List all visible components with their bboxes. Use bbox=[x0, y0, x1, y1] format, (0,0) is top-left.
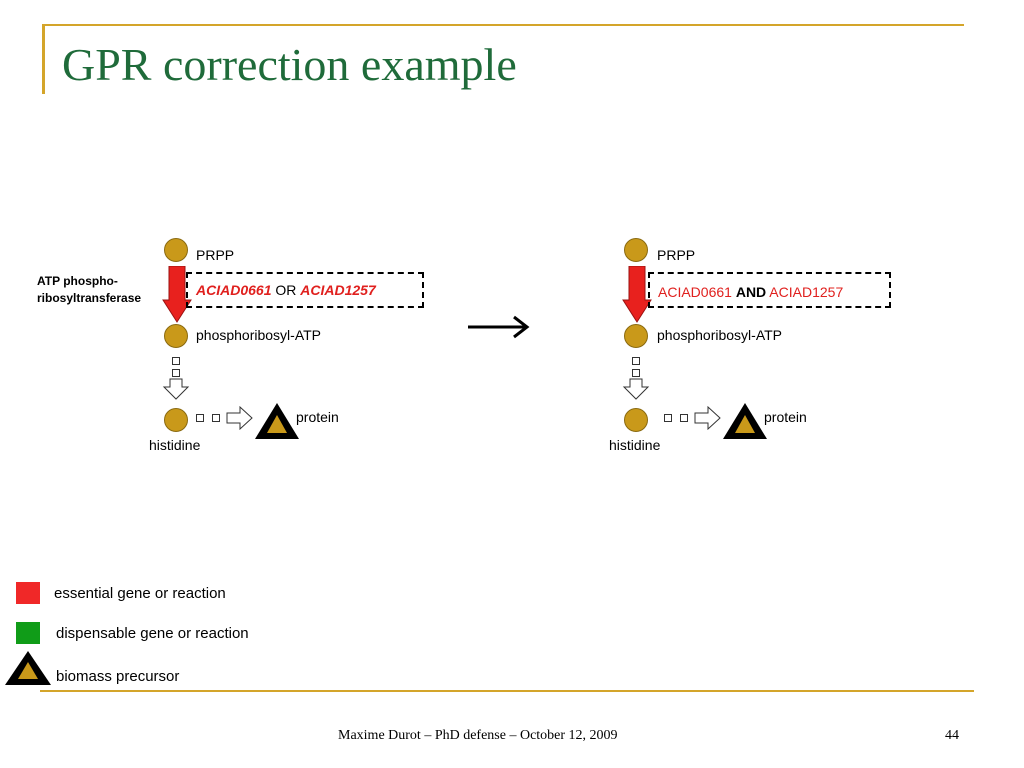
phosphoribosyl-atp-node bbox=[624, 324, 648, 348]
enzyme-label-line2: ribosyltransferase bbox=[37, 291, 142, 305]
missing-step-marker bbox=[680, 414, 688, 422]
gpr-box bbox=[648, 272, 891, 308]
pathway-right-arrow bbox=[694, 406, 721, 430]
missing-step-marker bbox=[632, 357, 640, 365]
gpr-operator: AND bbox=[735, 284, 767, 300]
gpr-rule: ACIAD0661 OR ACIAD1257 bbox=[196, 282, 376, 298]
gene-aciad0661: ACIAD0661 bbox=[658, 284, 732, 300]
missing-step-marker bbox=[632, 369, 640, 377]
gpr-box bbox=[186, 272, 424, 308]
gene-aciad1257: ACIAD1257 bbox=[769, 284, 844, 300]
pathway-down-arrow bbox=[622, 378, 650, 400]
pathway-right-arrow bbox=[226, 406, 253, 430]
title-left-rule bbox=[42, 24, 45, 94]
gene-aciad0661: ACIAD0661 bbox=[196, 282, 272, 298]
title-top-rule bbox=[42, 24, 964, 26]
prpp-node bbox=[624, 238, 648, 262]
slide-title: GPR correction example bbox=[62, 39, 517, 90]
biomass-precursor-icon bbox=[723, 403, 767, 439]
essential-swatch bbox=[16, 582, 40, 604]
biomass-precursor-icon bbox=[255, 403, 299, 439]
missing-step-marker bbox=[172, 369, 180, 377]
gpr-rule: ACIAD0661 AND ACIAD1257 bbox=[658, 284, 843, 300]
gpr-operator: OR bbox=[275, 282, 297, 298]
histidine-node bbox=[164, 408, 188, 432]
phosphoribosyl-atp-label: phosphoribosyl-ATP bbox=[196, 327, 322, 343]
gene-aciad1257: ACIAD1257 bbox=[300, 282, 376, 298]
legend-biomass: biomass precursor bbox=[56, 668, 180, 685]
dispensable-swatch bbox=[16, 622, 40, 644]
legend-dispensable: dispensable gene or reaction bbox=[56, 625, 249, 642]
histidine-label: histidine bbox=[149, 437, 201, 453]
legend-essential: essential gene or reaction bbox=[54, 585, 226, 602]
phosphoribosyl-atp-label: phosphoribosyl-ATP bbox=[657, 327, 783, 343]
missing-step-marker bbox=[196, 414, 204, 422]
missing-step-marker bbox=[212, 414, 220, 422]
phosphoribosyl-atp-node bbox=[164, 324, 188, 348]
essential-reaction-arrow bbox=[622, 266, 652, 323]
histidine-label: histidine bbox=[609, 437, 661, 453]
prpp-label: PRPP bbox=[196, 247, 235, 263]
enzyme-label: ATP phospho- ribosyltransferase bbox=[37, 273, 141, 307]
correction-arrow bbox=[468, 315, 530, 339]
prpp-label: PRPP bbox=[657, 247, 696, 263]
enzyme-label-line1: ATP phospho- bbox=[37, 274, 118, 288]
footer-rule bbox=[40, 690, 974, 692]
footer-text: Maxime Durot – PhD defense – October 12,… bbox=[338, 728, 618, 743]
missing-step-marker bbox=[664, 414, 672, 422]
protein-label: protein bbox=[764, 409, 807, 425]
page-number: 44 bbox=[945, 728, 959, 743]
histidine-node bbox=[624, 408, 648, 432]
pathway-down-arrow bbox=[162, 378, 190, 400]
prpp-node bbox=[164, 238, 188, 262]
missing-step-marker bbox=[172, 357, 180, 365]
protein-label: protein bbox=[296, 409, 339, 425]
essential-reaction-arrow bbox=[162, 266, 192, 323]
biomass-legend-icon bbox=[5, 651, 51, 685]
